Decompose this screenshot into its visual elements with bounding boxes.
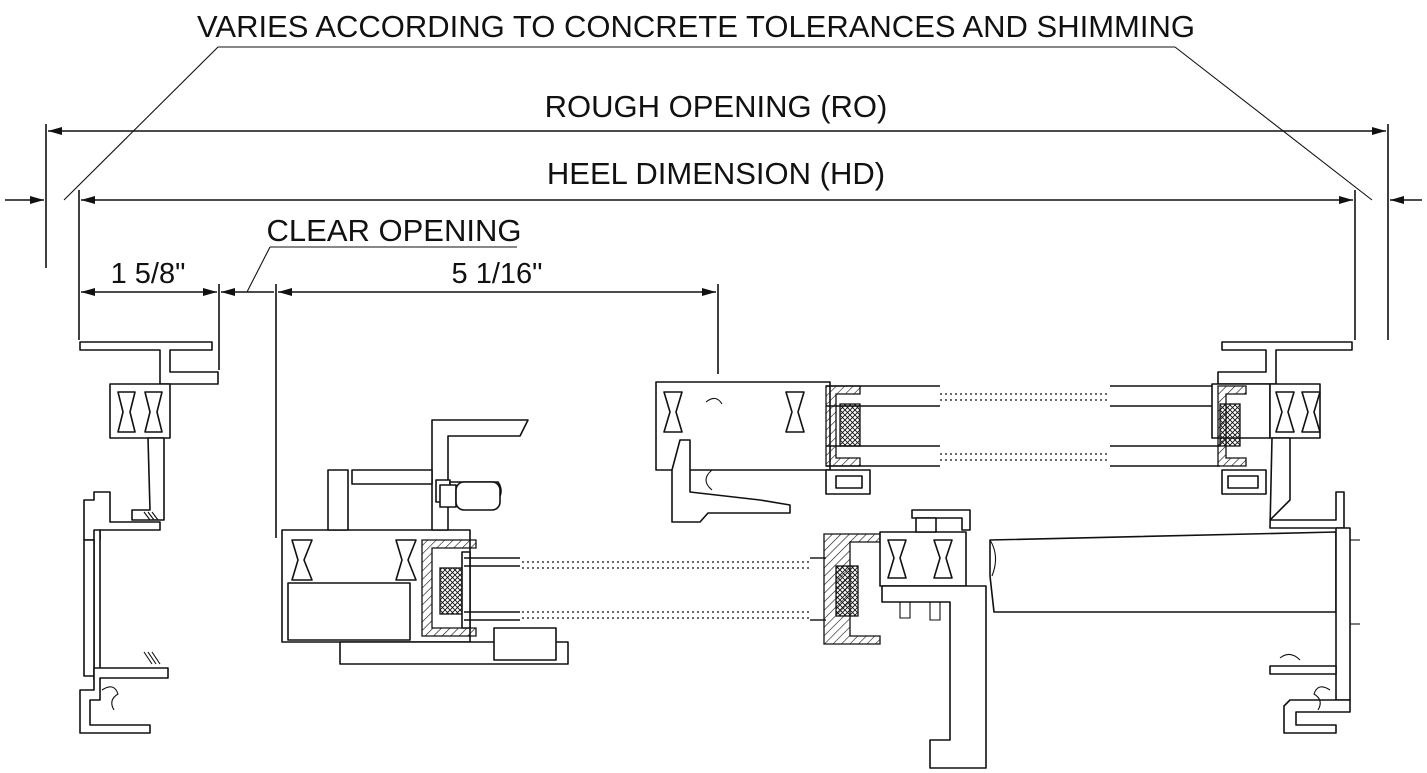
sash-handle <box>351 469 501 511</box>
left-sash <box>281 419 569 665</box>
heel-dimension-line <box>5 190 1422 340</box>
sill-extension <box>989 531 1337 613</box>
dim-5-1-16-label: 5 1/16" <box>452 258 543 290</box>
lower-glass-dots <box>522 557 826 621</box>
dim-1-5-8-label: 1 5/8" <box>111 258 186 290</box>
center-lower-sash <box>823 509 987 769</box>
clear-opening-label: CLEAR OPENING <box>267 213 522 248</box>
varies-leaders <box>63 46 1373 201</box>
right-jamb-frame <box>1211 341 1360 734</box>
rough-opening-label: ROUGH OPENING (RO) <box>545 89 888 124</box>
sub-dimensions <box>81 246 719 538</box>
varies-label: VARIES ACCORDING TO CONCRETE TOLERANCES … <box>197 9 1195 44</box>
fixed-upper-sash <box>655 381 940 523</box>
rough-opening-dimension <box>45 124 1389 340</box>
heel-dimension-label: HEEL DIMENSION (HD) <box>547 156 885 191</box>
upper-glass-dots <box>940 385 1220 467</box>
left-jamb-frame <box>79 341 219 734</box>
